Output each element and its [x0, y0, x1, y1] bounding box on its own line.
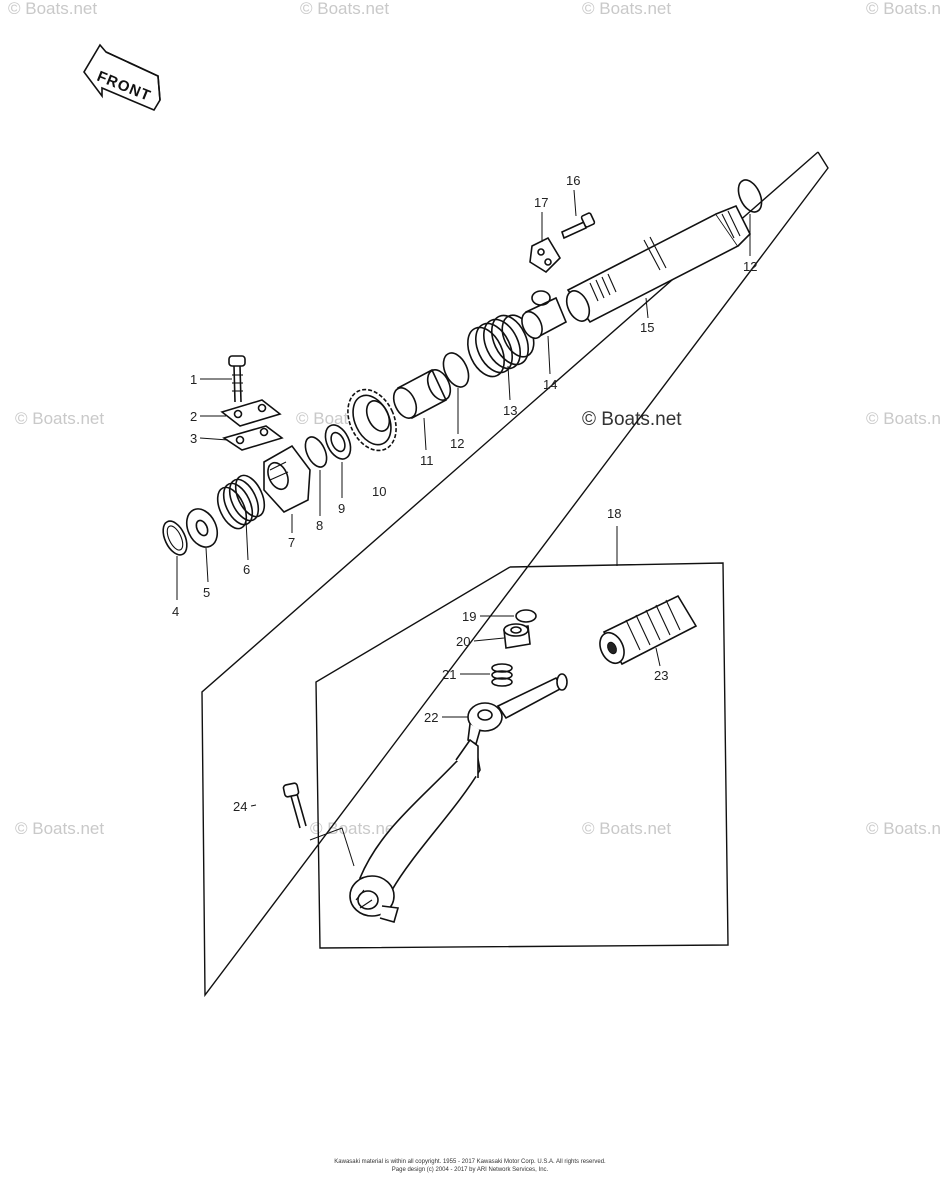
- part-21-spring: [491, 663, 513, 687]
- part-1-bolt: [228, 355, 246, 403]
- watermark: © Boats.net: [8, 0, 97, 18]
- group-outline: [201, 151, 829, 998]
- callout-14: 14: [543, 377, 557, 392]
- watermark: © Boats.net: [582, 819, 671, 838]
- callout-19: 19: [462, 609, 476, 624]
- copyright-line-1: Kawasaki material is within all copyrigh…: [334, 1159, 606, 1165]
- callout-1: 1: [190, 372, 197, 387]
- callout-7: 7: [288, 535, 295, 550]
- callout-23: 23: [654, 668, 668, 683]
- part-16-bolt: [561, 212, 596, 240]
- callout-22: 22: [424, 710, 438, 725]
- callout-13: 13: [503, 403, 517, 418]
- watermark: © Boats.net: [15, 409, 104, 428]
- part-13-spring: [467, 314, 535, 378]
- front-direction-badge: FRONT: [83, 43, 161, 112]
- part-10-gear: [347, 388, 397, 452]
- callout-20: 20: [456, 634, 470, 649]
- watermark: © Boats.net: [310, 819, 399, 838]
- callout-17: 17: [534, 195, 548, 210]
- callout-2: 2: [190, 409, 197, 424]
- watermark: © Boats.net: [15, 819, 104, 838]
- copyright-line-2: Page design (c) 2004 - 2017 by ARI Netwo…: [391, 1167, 549, 1173]
- callout-5: 5: [203, 585, 210, 600]
- watermark: © Boats.net: [866, 409, 940, 428]
- callout-11: 11: [420, 453, 434, 468]
- callout-24: 24: [233, 799, 247, 814]
- part-15-kick-shaft: [565, 204, 751, 324]
- watermark: © Boats.net: [866, 819, 940, 838]
- callout-21: 21: [442, 667, 456, 682]
- part-6-spring: [216, 474, 266, 530]
- part-7-ratchet: [263, 444, 311, 513]
- part-9-washer: [324, 424, 352, 460]
- part-24-bolt: [282, 782, 307, 829]
- copyright-footer: Kawasaki material is within all copyrigh…: [0, 1158, 940, 1174]
- watermark: © Boats.net: [866, 0, 940, 18]
- part-5-washer: [185, 508, 219, 548]
- callout-15: 15: [640, 320, 654, 335]
- callout-16: 16: [566, 173, 580, 188]
- callout-8: 8: [316, 518, 323, 533]
- watermark: © Boats.net: [582, 0, 671, 18]
- part-12-circlip: [442, 352, 470, 388]
- callout-12-right: 12: [743, 259, 757, 274]
- callout-18: 18: [607, 506, 621, 521]
- watermark: © Boats.net: [300, 0, 389, 18]
- watermark-main: © Boats.net: [582, 409, 682, 430]
- part-17-plate: [529, 236, 562, 274]
- part-23-rubber-grip: [599, 594, 698, 666]
- kick-pedal-arm: [349, 738, 481, 923]
- part-8-circlip: [304, 436, 328, 468]
- part-3-plate: [222, 425, 284, 451]
- part-11-bushing: [392, 368, 452, 420]
- callouts: 1 2 3 4 5 6 7 8 9 10 11 12 13: [172, 173, 757, 814]
- callout-10: 10: [372, 484, 386, 499]
- kick-pedal-group-box: [315, 562, 729, 949]
- part-4-circlip: [162, 520, 188, 556]
- part-12-circlip-right: [737, 179, 763, 213]
- callout-12: 12: [450, 436, 464, 451]
- part-19-circlip: [515, 609, 537, 623]
- callout-4: 4: [172, 604, 179, 619]
- callout-9: 9: [338, 501, 345, 516]
- part-2-plate: [220, 399, 282, 427]
- part-20-nut: [503, 623, 531, 649]
- watermark-layer: © Boats.net © Boats.net © Boats.net © Bo…: [8, 0, 940, 838]
- callout-3: 3: [190, 431, 197, 446]
- part-14-collar: [521, 290, 568, 340]
- part-22-pivot: [467, 673, 568, 746]
- callout-6: 6: [243, 562, 250, 577]
